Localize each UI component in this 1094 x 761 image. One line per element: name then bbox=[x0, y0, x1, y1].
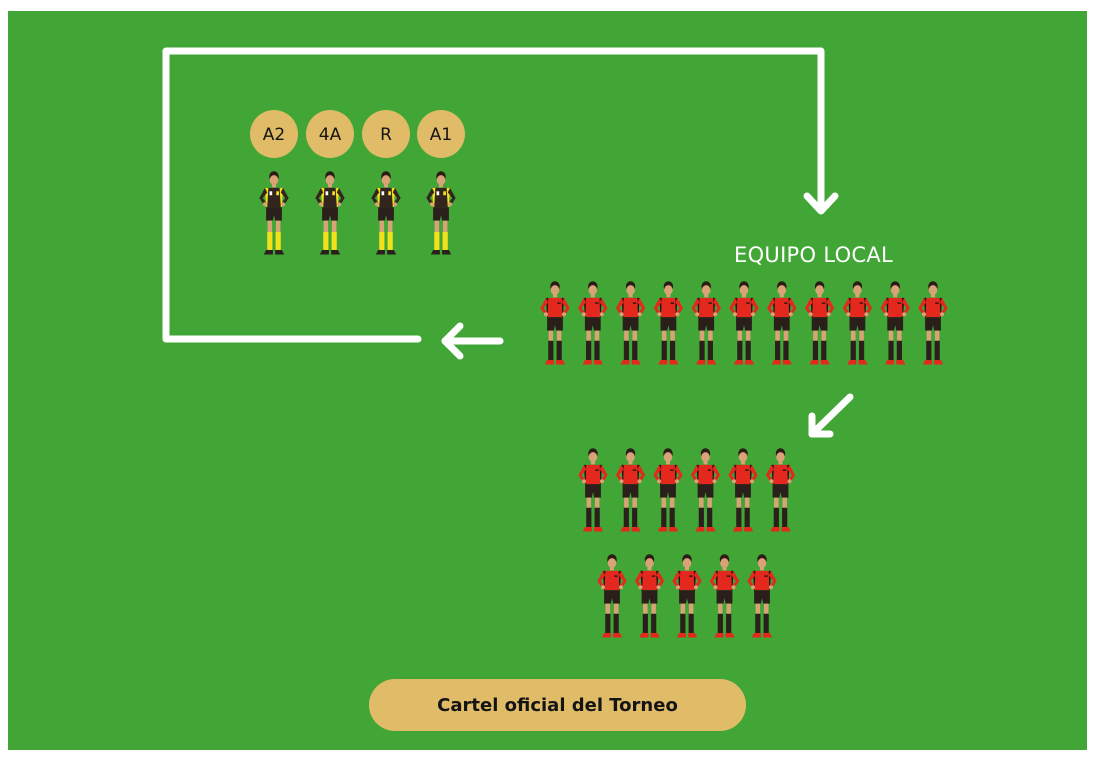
referee-badge: A1 bbox=[417, 110, 465, 158]
referee-badge: 4A bbox=[306, 110, 354, 158]
arrow-left-icon bbox=[441, 322, 504, 360]
arrow-down-left-icon bbox=[808, 393, 854, 438]
referee-badge-label: A1 bbox=[430, 125, 452, 145]
referee-badge-circle bbox=[250, 110, 298, 158]
rotation-path bbox=[162, 47, 825, 343]
referee-badge-circle bbox=[362, 110, 410, 158]
referee-badge-circle bbox=[417, 110, 465, 158]
referee-badge-label: A2 bbox=[263, 125, 285, 145]
referee-badge-label: R bbox=[380, 125, 392, 145]
grass bbox=[8, 11, 1087, 750]
referee-badge-circle bbox=[306, 110, 354, 158]
referee-badge: A2 bbox=[250, 110, 298, 158]
referee-badge-label: 4A bbox=[319, 125, 342, 145]
home-team-label: EQUIPO LOCAL bbox=[734, 243, 894, 267]
arrow-down-icon bbox=[803, 192, 839, 215]
referee-badge: R bbox=[362, 110, 410, 158]
official-poster-button[interactable]: Cartel oficial del Torneo bbox=[369, 679, 746, 731]
pitch-background: A2 4A R A1 EQUIPO LOCAL bbox=[8, 11, 1087, 750]
